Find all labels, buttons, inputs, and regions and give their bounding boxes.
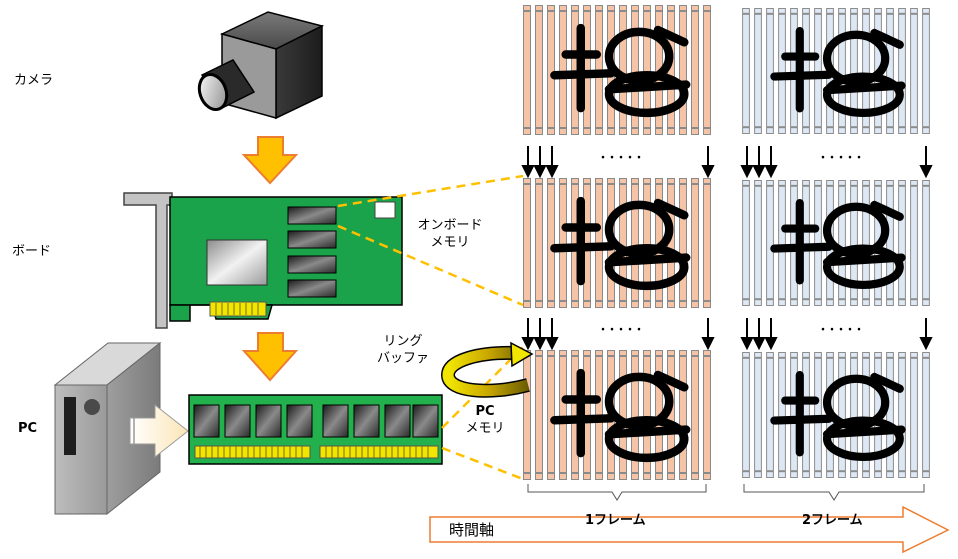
time-axis-arrow xyxy=(429,505,950,554)
dots-frame2-row2: ・・・・・ xyxy=(818,325,864,336)
capture-board-icon xyxy=(123,192,403,329)
ring-buffer-label-line2: バッファ xyxy=(376,351,429,366)
arrow-board-to-memory xyxy=(241,332,299,382)
board-label: ボード xyxy=(12,244,52,259)
pc-tower-icon xyxy=(53,341,162,516)
ring-buffer-label-line1: リング xyxy=(383,334,423,349)
frame1-line-strips xyxy=(523,5,711,480)
frame1-row-camera xyxy=(523,5,711,135)
onboard-memory-label-line2: メモリ xyxy=(430,235,470,250)
frame1-label: 1フレーム xyxy=(585,513,646,528)
frame2-row-pc-memory xyxy=(742,352,930,478)
dots-frame2-row1: ・・・・・ xyxy=(818,153,864,164)
frame2-label: 2フレーム xyxy=(802,513,863,528)
pc-memory-label-line2: メモリ xyxy=(465,421,505,436)
dots-frame1-row2: ・・・・・ xyxy=(598,325,644,336)
dashed-connectors xyxy=(337,174,524,481)
transfer-arrows-row1 xyxy=(521,146,933,179)
pc-memory-label-line1: PC xyxy=(475,404,495,419)
line-transfer-arrows xyxy=(521,146,933,351)
dots-frame1-row1: ・・・・・ xyxy=(598,153,644,164)
frame2-row-onboard xyxy=(742,180,930,306)
arrow-camera-to-board xyxy=(241,136,299,185)
frame2-line-strips xyxy=(742,8,930,478)
camera-label: カメラ xyxy=(14,73,54,88)
ring-buffer-label: リング バッファ xyxy=(368,333,438,367)
ring-buffer-arrow-icon xyxy=(440,341,534,398)
onboard-memory-label: オンボード メモリ xyxy=(410,217,490,251)
frame2-row-camera xyxy=(742,8,930,134)
camera-icon xyxy=(197,11,325,120)
frame2-brace xyxy=(743,484,925,501)
frame1-row-onboard xyxy=(523,178,711,308)
memory-module-icon xyxy=(188,394,443,465)
pc-label: PC xyxy=(18,421,38,436)
onboard-memory-label-line1: オンボード xyxy=(417,218,483,233)
time-axis-label: 時間軸 xyxy=(449,521,495,539)
pc-memory-label: PC メモリ xyxy=(455,403,515,437)
frame1-row-pc-memory xyxy=(523,350,711,480)
transfer-arrows-row2 xyxy=(521,318,933,351)
frame1-brace xyxy=(527,484,707,501)
